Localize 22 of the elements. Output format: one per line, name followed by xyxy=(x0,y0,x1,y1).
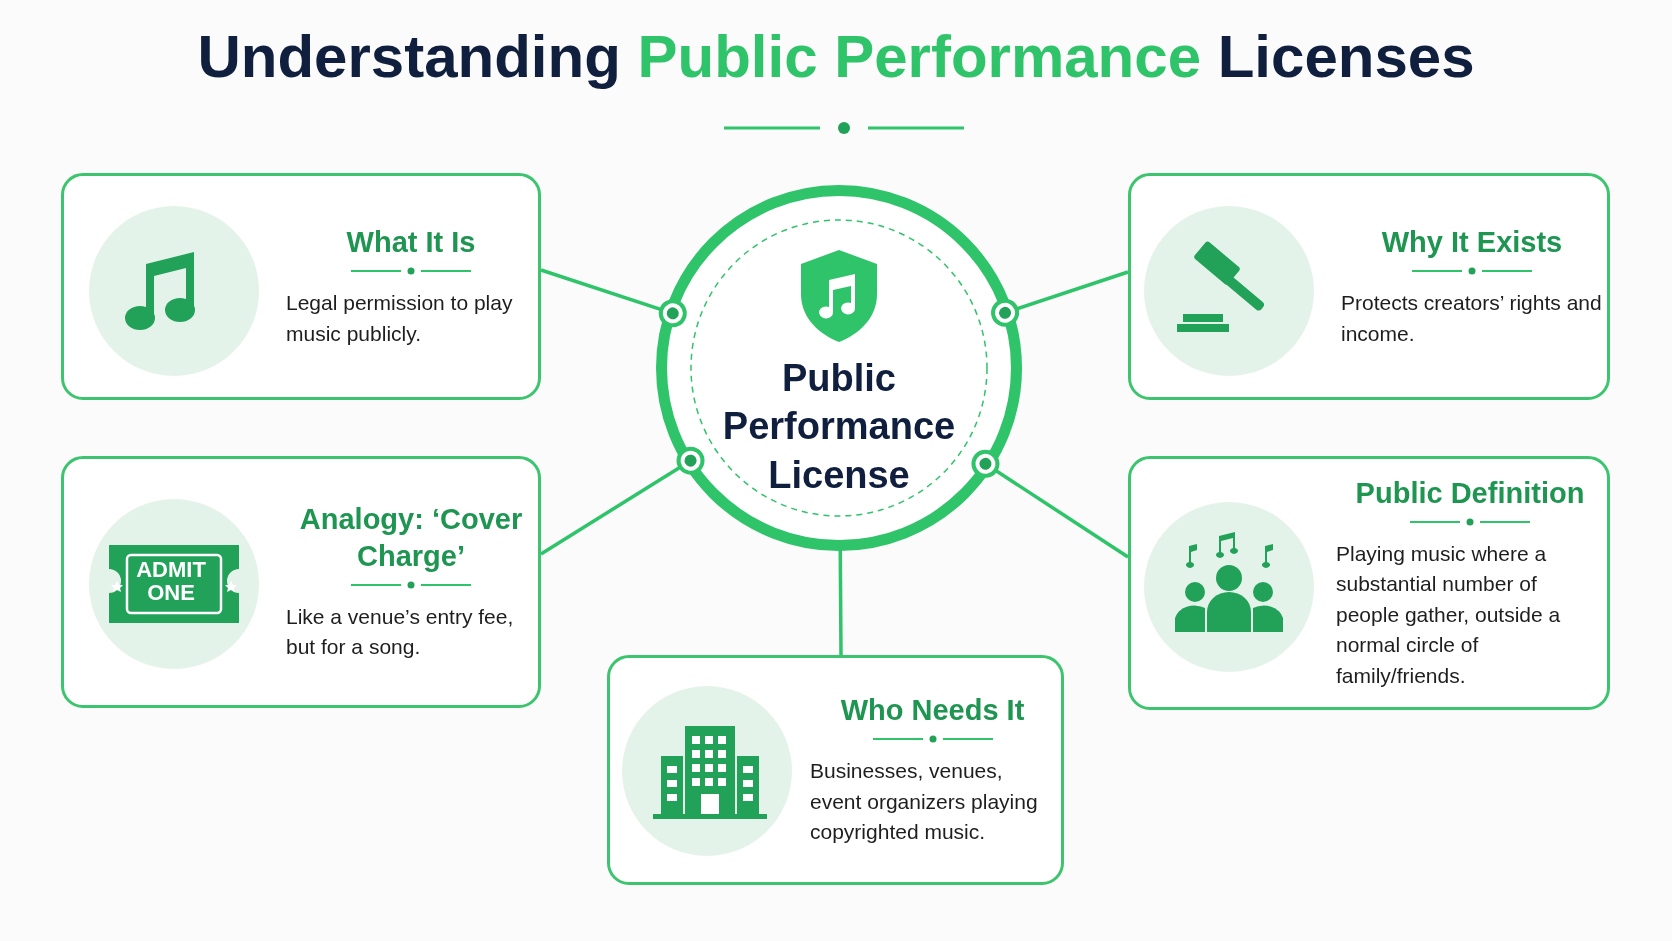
title: Understanding Public Performance Licenses xyxy=(196,22,1476,91)
info-card xyxy=(607,655,1064,885)
card-text: Legal permission to play music publicly. xyxy=(286,290,514,347)
connector-line xyxy=(971,449,1129,559)
ticket-text: ADMIT ONE xyxy=(135,558,207,605)
card-heading: Who Needs It xyxy=(839,693,1026,729)
info-card xyxy=(61,173,541,400)
info-card xyxy=(1128,456,1610,710)
info-card xyxy=(1128,173,1610,400)
card-heading: What It Is xyxy=(345,224,477,260)
card-text: Businesses, venues, event organizers playing copyrighted music. xyxy=(810,758,1039,846)
connector-line xyxy=(991,270,1129,327)
card-heading: Analogy: ‘Cover Charge’ xyxy=(298,502,524,574)
connector-line xyxy=(540,446,705,556)
connector-line xyxy=(540,268,687,328)
card-text: Playing music where a substantial number of people gather, outside a normal circle of family/friends. xyxy=(1336,541,1562,689)
card-heading: Public Definition xyxy=(1354,475,1586,511)
info-card xyxy=(61,456,541,708)
card-heading: Why It Exists xyxy=(1380,224,1564,260)
card-text: Protects creators’ rights and income. xyxy=(1341,290,1603,347)
card-text: Like a venue’s entry fee, but for a song. xyxy=(286,603,515,661)
center-title: Public Performance License xyxy=(721,356,957,498)
